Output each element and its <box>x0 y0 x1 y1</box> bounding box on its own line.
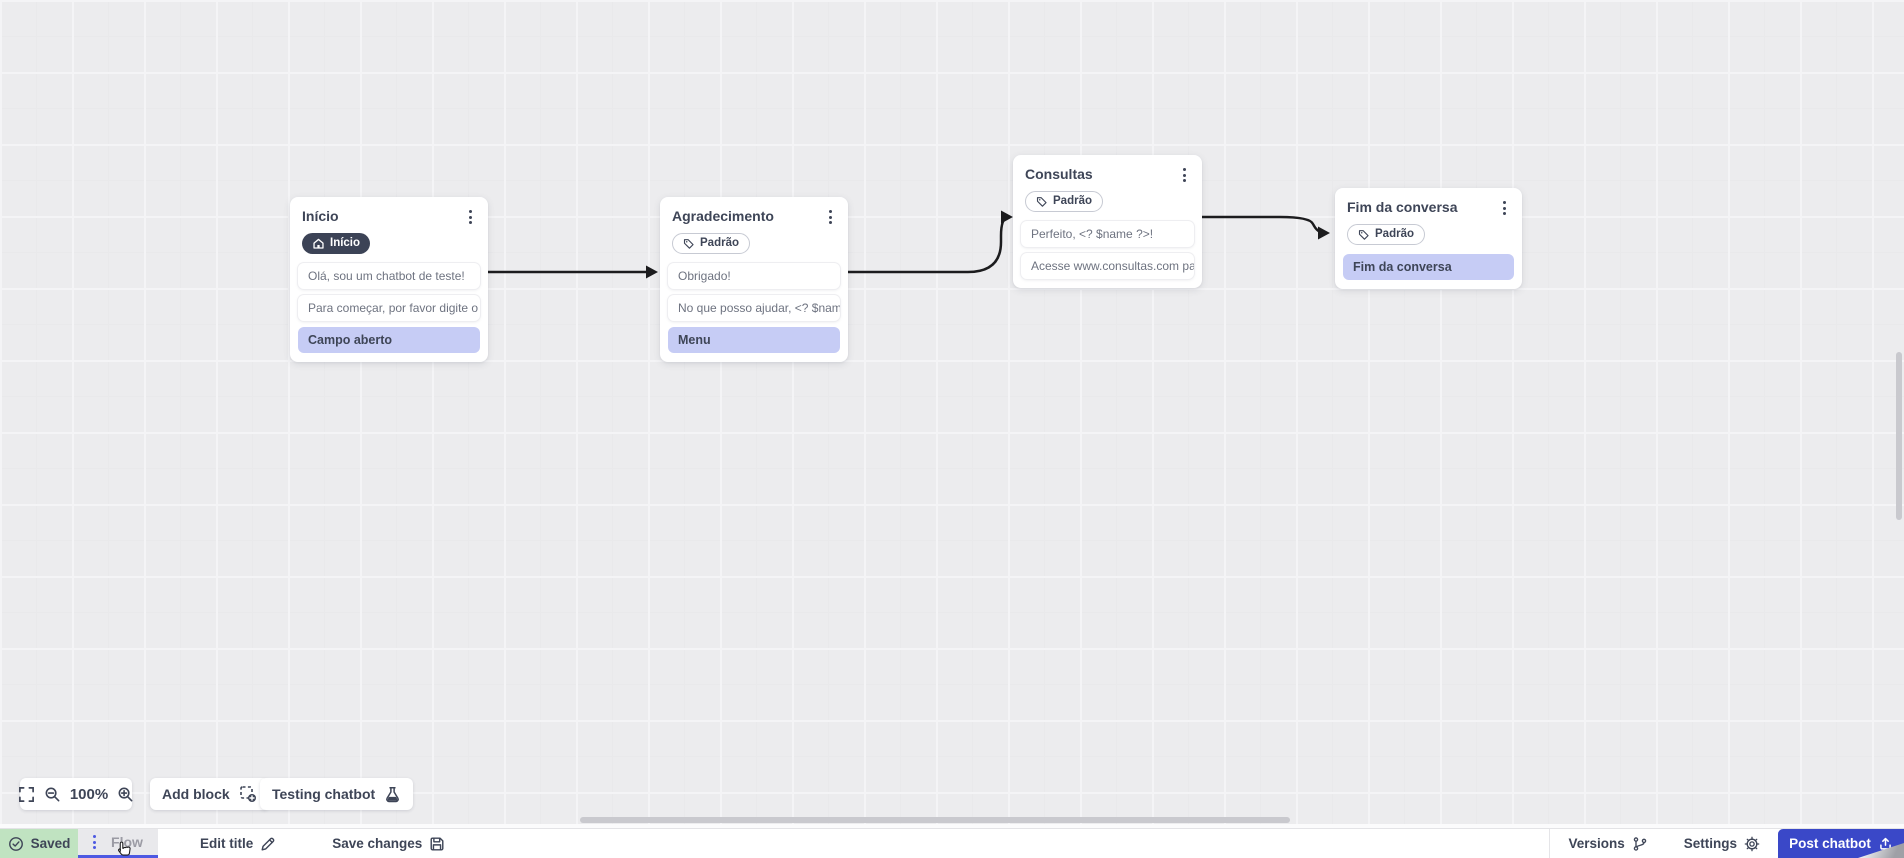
horizontal-scrollbar[interactable] <box>580 817 1290 823</box>
add-block-button[interactable]: Add block <box>150 778 269 810</box>
tag-icon <box>1036 196 1048 208</box>
home-icon <box>312 237 325 250</box>
kebab-menu-icon[interactable] <box>1179 165 1190 185</box>
node-type-badge: Início <box>302 233 371 254</box>
node-type-badge: Padrão <box>1025 191 1103 212</box>
kebab-menu-icon[interactable] <box>465 207 476 227</box>
message-row[interactable]: Acesse www.consultas.com par... <box>1021 252 1194 279</box>
flow-node-consultas[interactable]: Consultas Padrão Perfeito, <? $name ?>! … <box>1013 155 1202 288</box>
node-title: Consultas <box>1025 166 1093 182</box>
node-type-badge: Padrão <box>672 233 750 254</box>
zoom-in-icon[interactable] <box>117 786 134 803</box>
settings-button[interactable]: Settings <box>1666 829 1778 858</box>
check-circle-icon <box>8 836 24 852</box>
save-changes-button[interactable]: Save changes <box>318 829 459 858</box>
flask-icon <box>384 786 401 803</box>
git-branch-icon <box>1632 836 1648 852</box>
add-block-icon <box>239 785 257 803</box>
divider <box>1549 829 1551 858</box>
zoom-level: 100% <box>69 785 109 803</box>
gear-icon <box>1744 836 1760 852</box>
zoom-toolbar: 100% <box>18 778 134 810</box>
node-type-badge: Padrão <box>1347 224 1425 245</box>
message-row[interactable]: Para começar, por favor digite o ... <box>298 295 480 321</box>
pencil-icon <box>260 836 276 852</box>
kebab-menu-icon[interactable] <box>93 835 97 849</box>
action-row[interactable]: Fim da conversa <box>1343 253 1514 280</box>
testing-chatbot-button[interactable]: Testing chatbot <box>260 778 414 810</box>
action-row[interactable]: Campo aberto <box>298 327 480 353</box>
message-row[interactable]: Perfeito, <? $name ?>! <box>1021 220 1194 247</box>
versions-button[interactable]: Versions <box>1550 829 1665 858</box>
zoom-out-icon[interactable] <box>44 786 61 803</box>
kebab-menu-icon[interactable] <box>825 207 836 227</box>
message-row[interactable]: Olá, sou um chatbot de teste! <box>298 263 480 289</box>
node-title: Fim da conversa <box>1347 199 1458 215</box>
flow-node-agradecimento[interactable]: Agradecimento Padrão Obrigado! No que po… <box>660 197 848 362</box>
save-icon <box>429 836 445 852</box>
action-row[interactable]: Menu <box>668 326 840 353</box>
kebab-menu-icon[interactable] <box>1499 198 1510 218</box>
message-row[interactable]: No que posso ajudar, <? $name ... <box>668 294 840 321</box>
bottom-bar: Saved Flow Edit title Save changes Versi… <box>0 828 1904 858</box>
flow-node-inicio[interactable]: Início Início Olá, sou um chatbot de tes… <box>290 197 488 362</box>
tag-icon <box>683 238 695 250</box>
message-row[interactable]: Obrigado! <box>668 262 840 289</box>
vertical-scrollbar[interactable] <box>1896 352 1902 520</box>
fullscreen-icon[interactable] <box>18 786 35 803</box>
tab-flow[interactable]: Flow <box>78 829 158 858</box>
flow-node-fim-da-conversa[interactable]: Fim da conversa Padrão Fim da conversa <box>1335 188 1522 289</box>
bottom-bar-spacer <box>459 829 1549 858</box>
node-title: Agradecimento <box>672 208 774 224</box>
saved-status-badge: Saved <box>0 829 78 858</box>
tag-icon <box>1358 229 1370 241</box>
edit-title-button[interactable]: Edit title <box>186 829 290 858</box>
scrollbar-gutter <box>0 824 1904 828</box>
node-title: Início <box>302 208 339 224</box>
